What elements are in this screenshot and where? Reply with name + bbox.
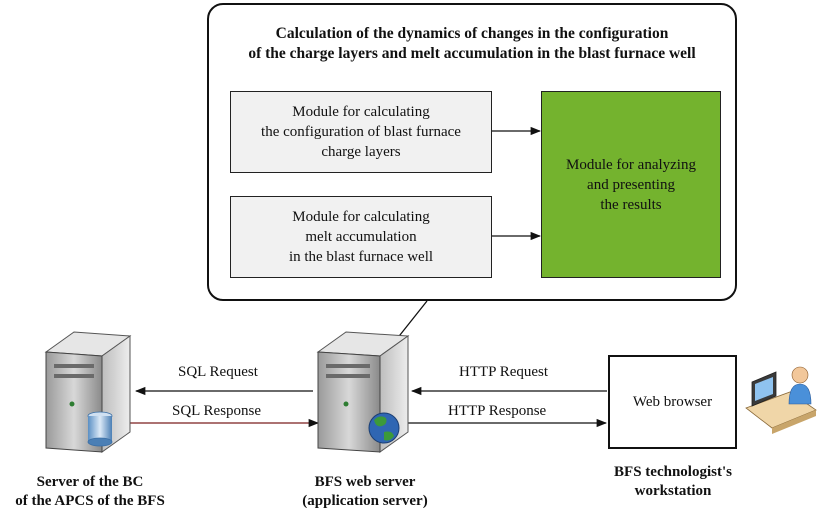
workstation-caption: BFS technologist's workstation: [614, 464, 732, 499]
user-at-computer-icon: [745, 366, 817, 434]
web-browser-label: Web browser: [632, 393, 713, 410]
analysis-module: Module for analyzing and presenting the …: [541, 91, 721, 278]
charge-layers-module: Module for calculating the configuration…: [230, 91, 492, 173]
http-request-label: HTTP Request: [459, 364, 549, 380]
http-response-label: HTTP Response: [448, 403, 547, 419]
melt-accumulation-module: Module for calculating melt accumulation…: [230, 196, 492, 278]
system-to-webserver-link: [395, 300, 428, 341]
web-browser: Web browser: [608, 355, 737, 449]
system-title: Calculation of the dynamics of changes i…: [248, 25, 696, 62]
db-server-caption: Server of the BC of the APCS of the BFS: [15, 474, 165, 509]
server-globe-icon: [316, 331, 410, 453]
sql-response-label: SQL Response: [172, 403, 262, 419]
server-database-icon: [44, 331, 132, 453]
sql-request-label: SQL Request: [178, 364, 258, 380]
web-server-caption: BFS web server (application server): [302, 474, 428, 509]
